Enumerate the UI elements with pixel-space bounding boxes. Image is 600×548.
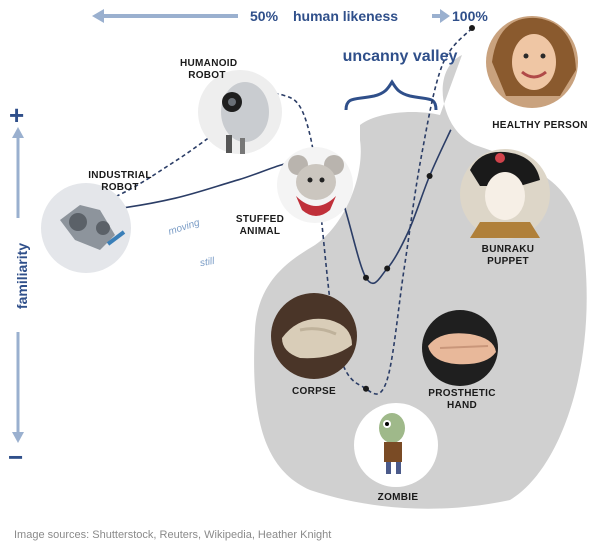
label-industrial-robot: INDUSTRIAL ROBOT <box>88 170 152 193</box>
x-tick-100: 100% <box>452 8 488 24</box>
humanoid-robot-image <box>198 70 282 154</box>
zombie-image <box>354 403 438 487</box>
label-zombie: ZOMBIE <box>377 492 419 503</box>
image-sources-caption: Image sources: Shutterstock, Reuters, Wi… <box>14 529 332 541</box>
familiarity-arrow <box>12 127 24 443</box>
label-corpse: CORPSE <box>291 386 337 397</box>
healthy-person-image <box>486 16 578 108</box>
label-prosthetic-hand: PROSTHETIC HAND <box>428 388 496 411</box>
label-bunraku-puppet: BUNRAKU PUPPET <box>481 244 535 267</box>
label-stuffed-animal: STUFFED ANIMAL <box>235 214 285 237</box>
y-plus-label: + <box>9 100 25 130</box>
y-axis-label: familiarity <box>14 242 30 310</box>
label-humanoid-robot: HUMANOID ROBOT <box>180 58 238 81</box>
marker-bunraku-puppet <box>426 173 433 179</box>
x-tick-50: 50% <box>250 8 279 24</box>
marker-healthy-person <box>469 25 475 31</box>
human-likeness-arrow <box>92 9 450 23</box>
y-minus-label: − <box>8 442 24 472</box>
valley-brace-icon <box>344 79 438 111</box>
marker-zombie <box>363 385 369 392</box>
uncanny-valley-title: uncanny valley <box>342 48 458 65</box>
corpse-image <box>271 293 357 379</box>
marker-prosthetic-hand <box>384 265 391 272</box>
marker-corpse <box>363 274 369 281</box>
prosthetic-hand-image <box>422 310 498 386</box>
label-healthy-person: HEALTHY PERSON <box>492 120 588 131</box>
industrial-robot-image <box>41 183 131 273</box>
stuffed-animal-image <box>277 147 353 223</box>
bunraku-puppet-image <box>460 149 550 239</box>
x-axis-label: human likeness <box>293 8 399 24</box>
